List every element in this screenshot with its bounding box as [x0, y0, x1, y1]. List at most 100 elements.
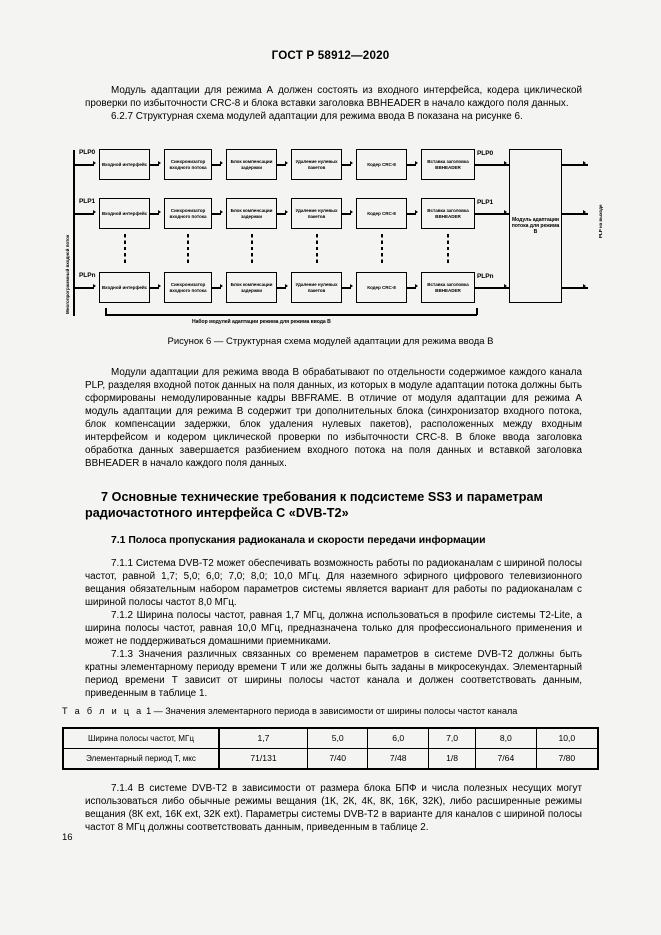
arrowhead-2-3-r1 [285, 210, 288, 215]
table-row: Ширина полосы частот, МГц 1,7 5,0 6,0 7,… [62, 727, 599, 749]
figure-6-caption: Рисунок 6 — Структурная схема модулей ад… [167, 336, 494, 347]
arrowhead-3-4-rn [350, 284, 353, 289]
block-bbheader-0: Вставка заголовка BBHEADER [421, 149, 475, 180]
section-7-1-heading: 7.1 Полоса пропускания радиоканала и ско… [85, 534, 582, 548]
wire-4-5-r1 [407, 213, 416, 215]
paragraph-mode-a: Модуль адаптации для режима А должен сос… [85, 85, 582, 110]
block-stream-adaptation-module: Модуль адаптации потока для режима В [509, 149, 562, 303]
table-1-row-0-cell-4: 8,0 [475, 727, 537, 749]
arrowhead-1-2-r1 [220, 210, 223, 215]
table-1-caption-label: Т а б л и ц а [62, 706, 144, 716]
paragraph-7-1-1: 7.1.1 Система DVB-T2 может обеспечивать … [85, 558, 582, 609]
arrowhead-out-n [504, 284, 507, 289]
arrowhead-2-3 [285, 161, 288, 166]
block-null-removal-1: Удаление нулевых пакетов [291, 198, 342, 229]
block-delay-0: Блок компенсации задержки [226, 149, 277, 180]
arrowhead-1-2-rn [220, 284, 223, 289]
paragraph-7-1-2: 7.1.2 Ширина полосы частот, равная 1,7 М… [85, 610, 582, 648]
section-7-title-line-1: 7 Основные технические требования к подс… [101, 490, 543, 504]
arrowhead-in-0 [93, 161, 96, 166]
block-crc-n: Кодер CRC-8 [356, 272, 407, 303]
wire-1-2-r1 [212, 213, 221, 215]
table-1-row-0-cell-1: 5,0 [306, 727, 369, 749]
wire-out-n [475, 287, 509, 289]
block-input-interface-1: Входной интерфейс [99, 198, 150, 229]
ellipsis-col-1 [187, 234, 189, 266]
arrowhead-3-4 [350, 161, 353, 166]
wire-out-0 [475, 164, 509, 166]
arrowhead-3-4-r1 [350, 210, 353, 215]
plp-out-label-n: PLPn [477, 273, 494, 280]
arrowhead-out-1 [504, 210, 507, 215]
figure-input-label: Многопрограммный входной поток [65, 234, 70, 314]
arrowhead-4-5-rn [415, 284, 418, 289]
block-bbheader-1: Вставка заголовка BBHEADER [421, 198, 475, 229]
wire-0-1-r1 [150, 213, 159, 215]
paragraph-7-1-3: 7.1.3 Значения различных связанных со вр… [85, 649, 582, 700]
table-1-row-1-cell-0: 71/131 [218, 748, 308, 770]
table-1-caption: Т а б л и ц а 1 — Значения элементарного… [62, 706, 517, 716]
wire-out-1 [475, 213, 509, 215]
table-1-caption-text: — Значения элементарного периода в завис… [153, 706, 518, 716]
mode-b-description-block: Модули адаптации для режима ввода В обра… [85, 366, 582, 470]
block-null-removal-0: Удаление нулевых пакетов [291, 149, 342, 180]
block-bbheader-n: Вставка заголовка BBHEADER [421, 272, 475, 303]
wire-3-4-r1 [342, 213, 351, 215]
paragraph-7-1-4: 7.1.4 В системе DVB-T2 в зависимости от … [85, 783, 582, 834]
table-1-row-1-cell-1: 7/40 [306, 748, 369, 770]
section-7-1-4-body: 7.1.4 В системе DVB-T2 в зависимости от … [85, 782, 582, 834]
section-7-1-title: 7.1 Полоса пропускания радиоканала и ско… [111, 535, 486, 546]
paragraph-6-2-7: 6.2.7 Структурная схема модулей адаптаци… [111, 111, 523, 123]
arrowhead-4-5 [415, 161, 418, 166]
paragraph-mode-b: Модули адаптации для режима ввода В обра… [85, 367, 582, 470]
arrowhead-2-3-rn [285, 284, 288, 289]
wire-1-2 [212, 164, 221, 166]
figure-6-block-diagram: Многопрограммный входной поток PLP0 Вход… [57, 138, 617, 330]
bracket-span [105, 314, 477, 316]
block-null-removal-n: Удаление нулевых пакетов [291, 272, 342, 303]
table-1-row-1-cell-3: 1/8 [427, 748, 477, 770]
ellipsis-col-0 [124, 234, 126, 266]
bracket-label: Набор модулей адаптации режима для режим… [192, 319, 331, 325]
arrowhead-0-1 [158, 161, 161, 166]
input-spine [73, 150, 75, 316]
table-1: Ширина полосы частот, МГц 1,7 5,0 6,0 7,… [62, 727, 599, 770]
arrowhead-0-1-rn [158, 284, 161, 289]
block-crc-0: Кодер CRC-8 [356, 149, 407, 180]
agg-arrow-n [583, 284, 586, 289]
wire-0-1 [150, 164, 159, 166]
ellipsis-col-3 [316, 234, 318, 266]
arrowhead-1-2 [220, 161, 223, 166]
wire-2-3-r1 [277, 213, 286, 215]
arrowhead-in-1 [93, 210, 96, 215]
wire-4-5 [407, 164, 416, 166]
ellipsis-col-5 [447, 234, 449, 266]
table-1-caption-number: 1 [146, 706, 152, 716]
table-1-row-0-cell-5: 10,0 [535, 727, 599, 749]
agg-out-n [562, 287, 588, 289]
running-header: ГОСТ Р 58912—2020 [271, 49, 390, 62]
plp-in-label-n: PLPn [79, 272, 96, 279]
block-sync-n: Синхронизатор входного потока [164, 272, 212, 303]
block-delay-n: Блок компенсации задержки [226, 272, 277, 303]
block-input-interface-n: Входной интерфейс [99, 272, 150, 303]
table-1-row-0-cell-3: 7,0 [427, 727, 477, 749]
section-7-1-body: 7.1.1 Система DVB-T2 может обеспечивать … [85, 557, 582, 701]
wire-1-2-rn [212, 287, 221, 289]
table-1-row-1-label: Элементарный период Т, мкс [62, 748, 220, 770]
table-row: Элементарный период Т, мкс 71/131 7/40 7… [62, 748, 599, 770]
agg-out-1 [562, 213, 588, 215]
block-delay-1: Блок компенсации задержки [226, 198, 277, 229]
table-1-row-1-cell-2: 7/48 [367, 748, 429, 770]
arrowhead-0-1-r1 [158, 210, 161, 215]
ellipsis-col-2 [251, 234, 253, 266]
wire-2-3 [277, 164, 286, 166]
wire-in-n [74, 287, 94, 289]
table-1-row-0-cell-2: 6,0 [367, 727, 429, 749]
block-sync-1: Синхронизатор входного потока [164, 198, 212, 229]
arrowhead-out-0 [504, 161, 507, 166]
agg-out-0 [562, 164, 588, 166]
block-input-interface-0: Входной интерфейс [99, 149, 150, 180]
table-1-row-1-cell-4: 7/64 [475, 748, 537, 770]
